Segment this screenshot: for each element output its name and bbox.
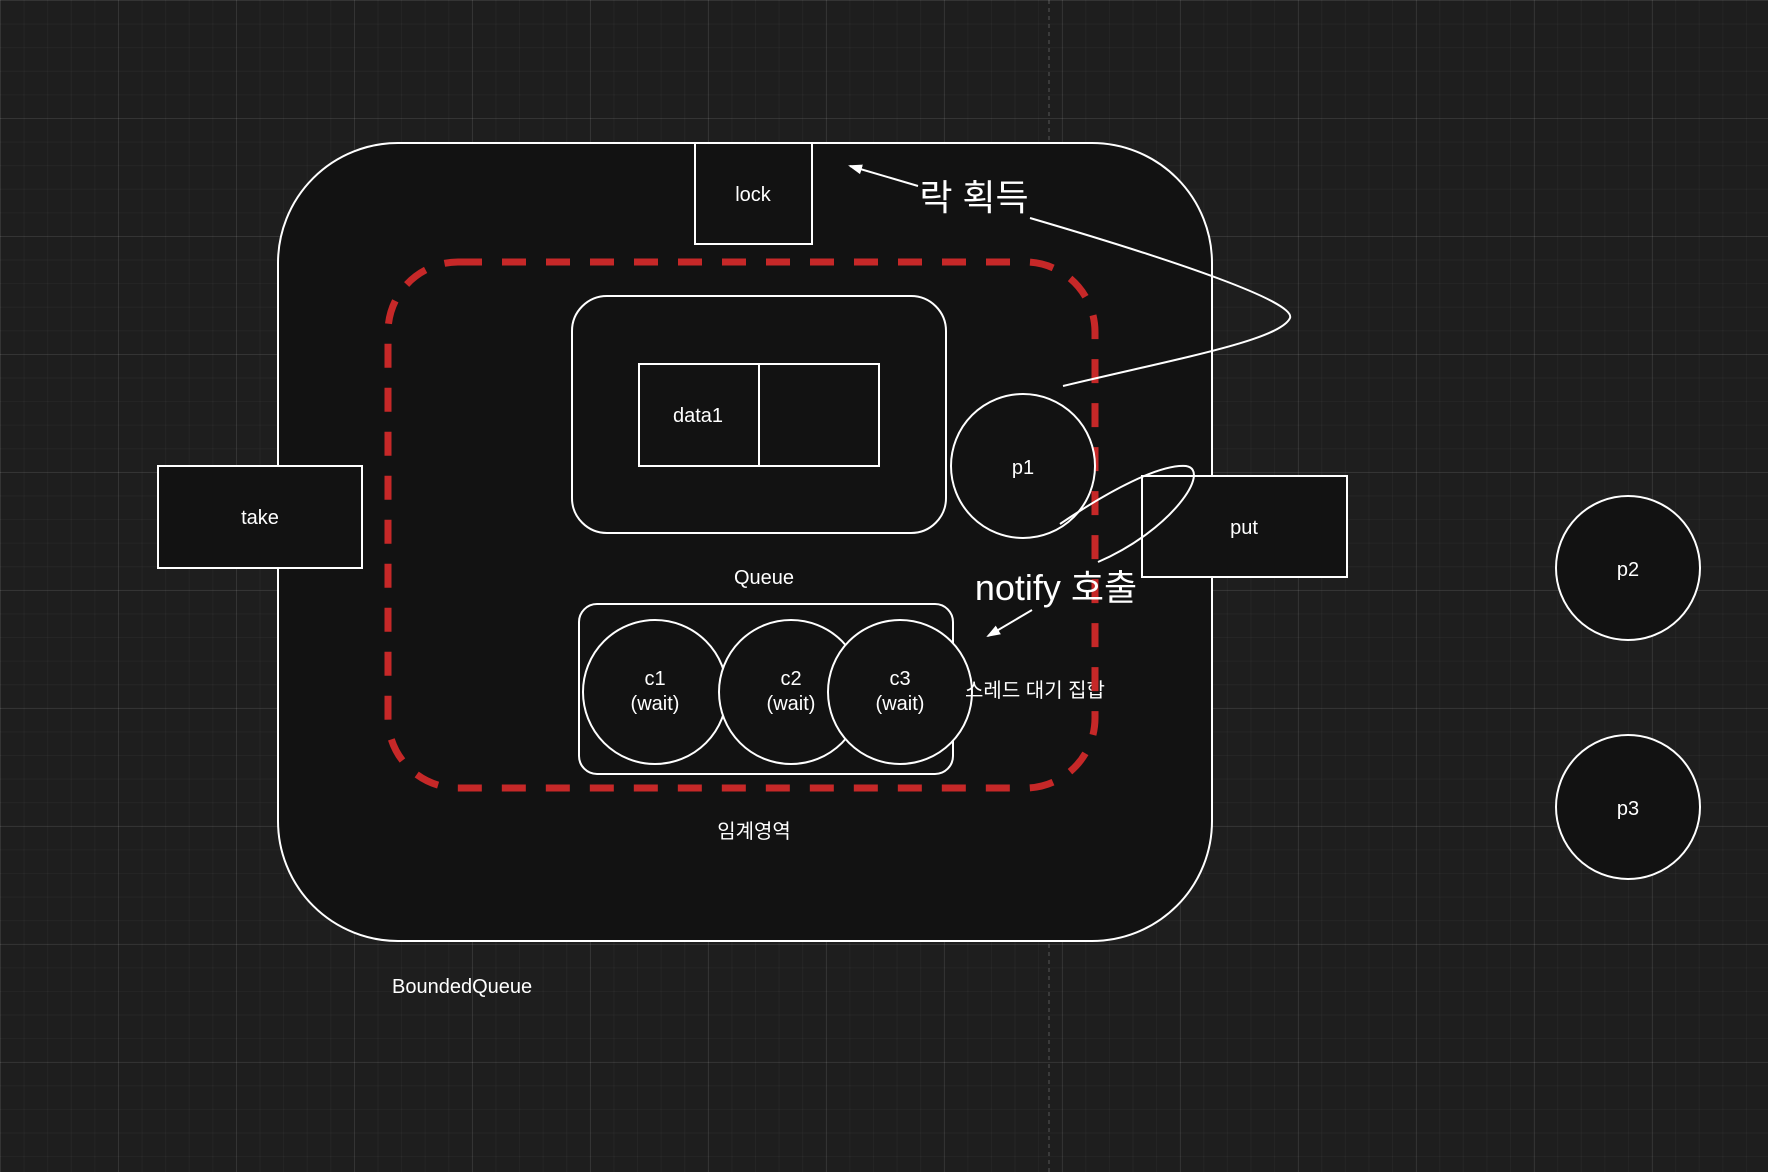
thread-c1-name: c1	[644, 668, 665, 690]
notify-arrow	[986, 609, 1033, 638]
producer-p2-label: p2	[1617, 559, 1639, 581]
producer-p3-label: p3	[1617, 798, 1639, 820]
producer-p2[interactable]: p2	[1555, 495, 1701, 641]
put-box[interactable]: put	[1141, 475, 1348, 578]
lock-label: lock	[735, 184, 772, 206]
thread-c2-name: c2	[780, 668, 801, 690]
thread-c3-name: c3	[889, 668, 910, 690]
producer-p3[interactable]: p3	[1555, 734, 1701, 880]
thread-c1[interactable]: c1 (wait)	[582, 619, 728, 765]
wait-set-label: 스레드 대기 집합	[965, 679, 1105, 702]
queue-slot-1-label: data1	[673, 405, 723, 427]
take-box[interactable]: take	[157, 465, 363, 569]
critical-section-boundary[interactable]	[384, 258, 1099, 792]
bounded-queue-label: BoundedQueue	[392, 976, 532, 998]
notify-annotation: notify 호출	[975, 567, 1137, 608]
notify-loop	[1059, 464, 1195, 563]
thread-c3[interactable]: c3 (wait)	[827, 619, 973, 765]
thread-c2[interactable]: c2 (wait)	[718, 619, 864, 765]
thread-c1-state: (wait)	[631, 693, 680, 715]
queue-label: Queue	[734, 567, 794, 589]
lock-acquire-annotation: 락 획득	[919, 177, 1028, 218]
thread-c2-state: (wait)	[767, 693, 816, 715]
critical-section-label: 임계영역	[717, 820, 791, 843]
queue-box[interactable]: data1	[571, 295, 947, 534]
producer-p1[interactable]: p1	[950, 393, 1096, 539]
take-label: take	[241, 507, 279, 529]
put-label: put	[1230, 517, 1258, 539]
queue-slot-2	[758, 363, 880, 467]
lock-box[interactable]: lock	[694, 142, 813, 245]
lock-acquire-arrow	[848, 164, 919, 187]
producer-p1-label: p1	[1012, 457, 1034, 479]
thread-c3-state: (wait)	[876, 693, 925, 715]
lock-acquire-loop	[1029, 217, 1292, 387]
